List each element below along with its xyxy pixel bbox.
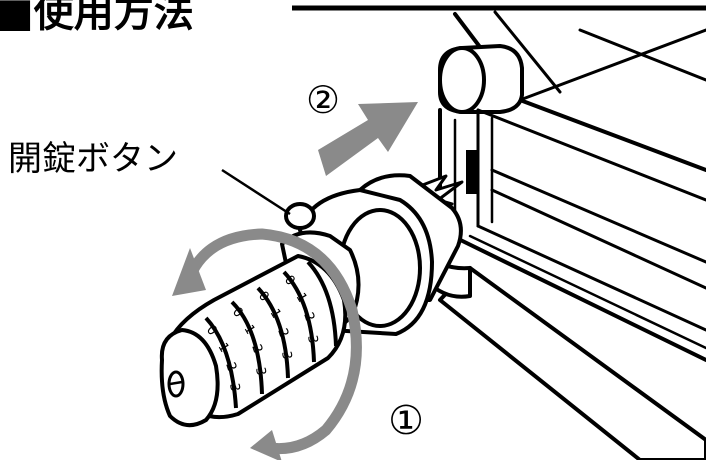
dial-digit: 3: [252, 366, 268, 377]
unlock-button: [284, 202, 316, 230]
rotate-arrow-tail-head: [250, 430, 282, 460]
rotate-arrow-head: [172, 248, 206, 296]
unlock-button-label: 開錠ボタン: [8, 139, 178, 179]
step-2-circle: [303, 79, 343, 119]
dial-digit: 3: [278, 350, 294, 361]
section-title: ■使用方法: [0, 0, 194, 36]
dial-digit: 3: [304, 334, 320, 345]
unlock-button-leader: [221, 168, 291, 216]
push-arrow-icon: [318, 102, 418, 176]
combination-dial: [159, 230, 361, 428]
step-1-label: ①: [388, 398, 424, 444]
step-2-label: ②: [306, 78, 340, 122]
dial-digit: 3: [226, 382, 242, 393]
rotate-arrow-icon: [180, 228, 362, 455]
